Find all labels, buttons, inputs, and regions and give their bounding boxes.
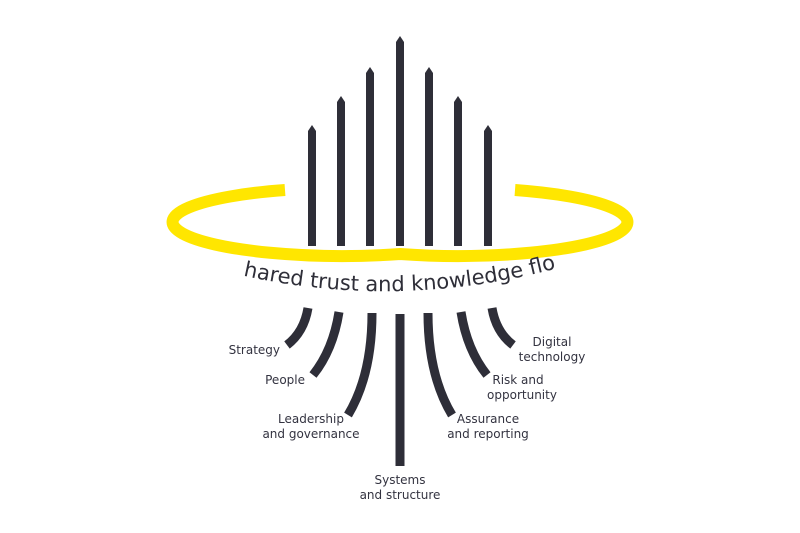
ring-back <box>166 184 634 262</box>
lower-bar <box>284 307 313 349</box>
upper-bar <box>425 67 433 246</box>
lower-bar <box>344 312 377 418</box>
upper-bar <box>454 96 462 246</box>
lower-bar <box>309 311 344 378</box>
upper-bar <box>366 67 374 246</box>
lower-bar <box>487 307 516 349</box>
label-strategy: Strategy <box>229 343 280 357</box>
upper-bar <box>484 125 492 246</box>
upper-bar <box>337 96 345 246</box>
lower-bars <box>284 307 516 466</box>
lower-bar <box>456 311 491 378</box>
upper-bars <box>308 36 492 246</box>
lower-bar <box>423 312 456 418</box>
label-people: People <box>265 373 305 387</box>
upper-bar <box>396 36 404 246</box>
upper-bar <box>308 125 316 246</box>
